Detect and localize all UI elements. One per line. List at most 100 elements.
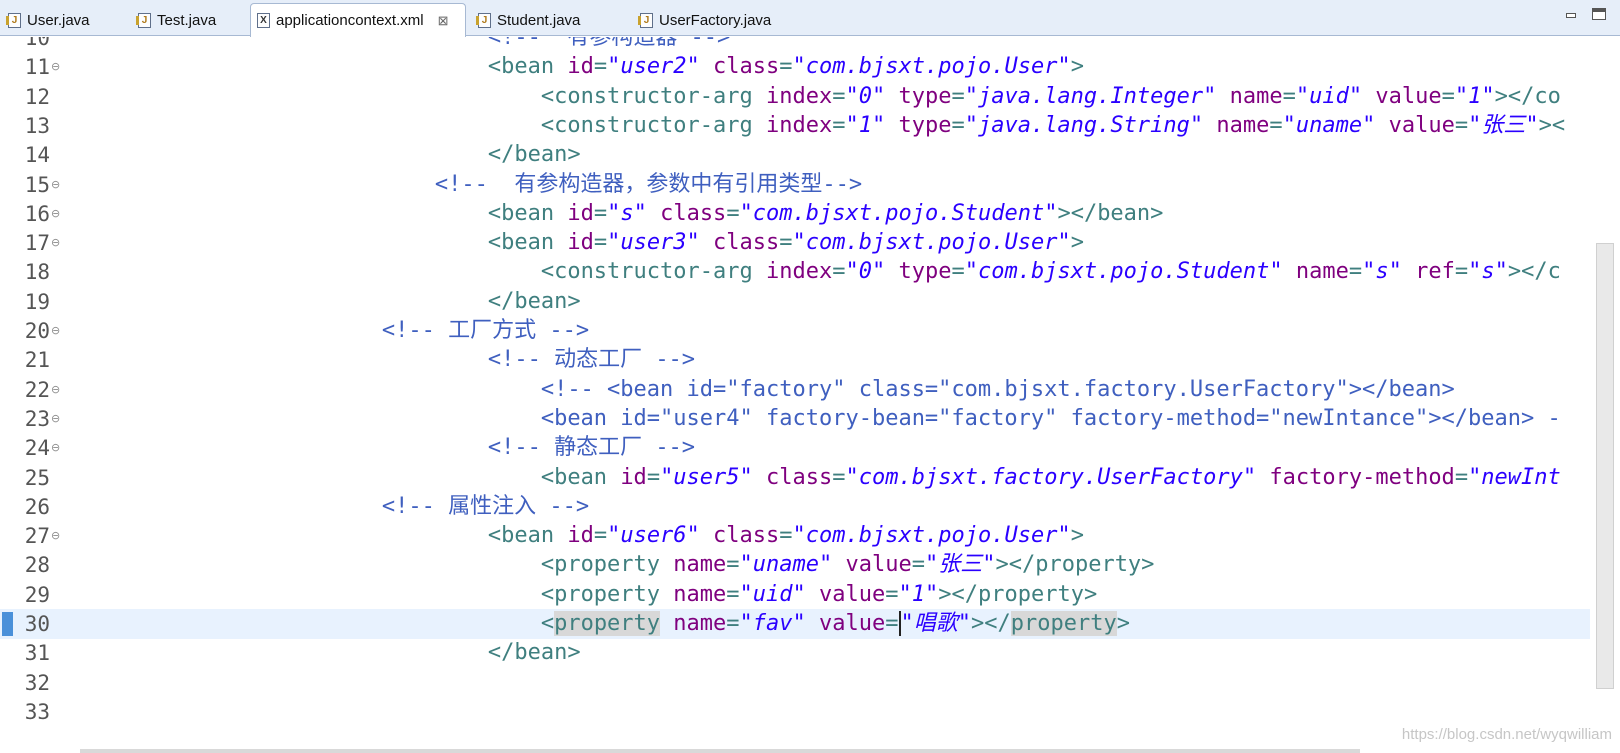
line-number: 17	[24, 231, 50, 256]
fold-toggle-icon[interactable]: ⊖	[51, 206, 61, 220]
fold-toggle-icon[interactable]: ⊖	[51, 529, 61, 543]
fold-toggle-icon[interactable]: ⊖	[51, 60, 61, 74]
code-token: ></	[971, 611, 1011, 636]
code-token	[64, 465, 541, 490]
code-token: "newInt	[1468, 464, 1561, 490]
code-line[interactable]: 14 </bean>	[0, 140, 1590, 170]
code-token: =	[1454, 112, 1469, 138]
code-token: <bean	[487, 54, 555, 80]
code-line[interactable]: 12 <constructor-arg index="0" type="java…	[0, 82, 1590, 112]
fold-toggle-icon[interactable]: ⊖	[51, 441, 61, 455]
code-token: =	[951, 112, 965, 138]
code-token: =	[885, 611, 899, 636]
minimize-icon[interactable]	[1564, 8, 1578, 20]
line-number: 21	[24, 348, 50, 373]
code-line[interactable]: 18 <constructor-arg index="0" type="com.…	[0, 257, 1590, 287]
maximize-icon[interactable]	[1592, 8, 1606, 20]
code-line[interactable]: 13 <constructor-arg index="1" type="java…	[0, 111, 1590, 141]
code-line[interactable]: 22⊖ <!-- <bean id="factory" class="com.b…	[0, 375, 1590, 405]
code-line[interactable]: 19 </bean>	[0, 287, 1590, 317]
code-token: "	[898, 611, 914, 636]
code-line[interactable]: 29 <property name="uid" value="1"></prop…	[0, 580, 1590, 610]
tab-label: Test.java	[157, 11, 217, 29]
tab-userfactory-java[interactable]: J UserFactory.java	[634, 4, 771, 36]
close-icon[interactable]: ⊠	[437, 12, 449, 28]
code-token: =	[1348, 259, 1363, 285]
code-token: class	[713, 230, 780, 256]
code-line[interactable]: 11⊖ <bean id="user2" class="com.bjsxt.po…	[0, 52, 1590, 82]
code-line[interactable]: 15⊖ <!-- 有参构造器，参数中有引用类型-->	[0, 170, 1590, 200]
code-token: name	[673, 581, 727, 607]
code-token	[64, 230, 488, 255]
code-line[interactable]: 16⊖ <bean id="s" class="com.bjsxt.pojo.S…	[0, 199, 1590, 229]
code-token	[1203, 113, 1216, 138]
horizontal-scrollbar[interactable]	[80, 749, 1360, 753]
code-line[interactable]: 17⊖ <bean id="user3" class="com.bjsxt.po…	[0, 228, 1590, 258]
java-file-icon: J	[136, 12, 151, 28]
code-line[interactable]: 26 <!-- 属性注入 -->	[0, 492, 1590, 522]
tab-test-java[interactable]: J Test.java	[132, 4, 216, 36]
tab-applicationcontext-xml[interactable]: X applicationcontext.xml ⊠	[250, 3, 466, 37]
tab-user-java[interactable]: J User.java	[2, 4, 90, 36]
code-token	[753, 259, 766, 284]
code-line[interactable]: 24⊖ <!-- 静态工厂 -->	[0, 433, 1590, 463]
line-number: 18	[24, 260, 50, 285]
code-line[interactable]: 30 <property name="fav" value="唱歌"></pro…	[0, 609, 1590, 639]
fold-toggle-icon[interactable]: ⊖	[51, 324, 61, 337]
code-token: id	[567, 523, 594, 549]
code-text: <bean id="user3" class="com.bjsxt.pojo.U…	[64, 228, 1084, 258]
code-token: =	[726, 611, 740, 636]
code-token: <bean	[487, 200, 555, 226]
code-token: value	[1375, 83, 1442, 109]
code-line[interactable]: 25 <bean id="user5" class="com.bjsxt.fac…	[0, 463, 1590, 493]
code-line[interactable]: 21 <!-- 动态工厂 -->	[0, 345, 1590, 375]
fold-toggle-icon[interactable]: ⊖	[51, 411, 61, 425]
code-line[interactable]: 31 </bean>	[0, 638, 1590, 668]
line-number: 29	[24, 582, 50, 607]
code-token: type	[898, 83, 952, 109]
code-token: =	[593, 54, 608, 80]
code-text: <property name="uid" value="1"></propert…	[64, 580, 1097, 610]
code-token	[700, 54, 713, 79]
line-number: 33	[24, 699, 50, 724]
code-token: "fav"	[739, 611, 806, 636]
code-token	[1375, 113, 1388, 138]
fold-toggle-icon[interactable]: ⊖	[51, 177, 61, 191]
code-token	[1256, 465, 1269, 490]
xml-code-editor[interactable]: 10 <!-- 有参构造器 -->11⊖ <bean id="user2" cl…	[0, 37, 1620, 753]
code-token: id	[567, 230, 594, 256]
code-token: ></co	[1494, 83, 1561, 109]
code-line[interactable]: 10 <!-- 有参构造器 -->	[0, 37, 1590, 53]
code-token: "uname"	[1282, 112, 1376, 138]
code-token: type	[898, 259, 952, 285]
code-token: index	[766, 259, 833, 285]
fold-toggle-icon[interactable]: ⊖	[51, 236, 61, 250]
code-token	[885, 113, 898, 138]
code-token: =	[1441, 83, 1455, 109]
fold-toggle-icon[interactable]: ⊖	[51, 382, 61, 396]
code-token: ></property>	[938, 581, 1098, 607]
code-token	[64, 582, 541, 607]
code-token: >	[1070, 54, 1084, 80]
code-token: =	[951, 259, 965, 285]
vertical-scrollbar[interactable]	[1596, 243, 1614, 689]
code-line[interactable]: 20⊖ <!-- 工厂方式 -->	[0, 316, 1590, 346]
code-line[interactable]: 28 <property name="uname" value="张三"></p…	[0, 550, 1590, 580]
tab-student-java[interactable]: J Student.java	[472, 4, 580, 36]
code-token	[64, 113, 541, 138]
code-line[interactable]: 33	[0, 697, 1590, 727]
code-token	[64, 142, 488, 167]
code-token: "com.bjsxt.factory.UserFactory"	[845, 464, 1257, 490]
code-token: =	[911, 552, 925, 578]
line-number: 11	[24, 55, 50, 80]
code-token: name	[1229, 83, 1283, 109]
code-token: "com.bjsxt.pojo.User"	[792, 230, 1071, 256]
code-line[interactable]: 32	[0, 668, 1590, 698]
code-token: value	[845, 552, 912, 578]
code-text: <!-- 有参构造器，参数中有引用类型-->	[64, 170, 862, 200]
code-line[interactable]: 23⊖ <bean id="user4" factory-bean="facto…	[0, 404, 1590, 434]
code-line[interactable]: 27⊖ <bean id="user6" class="com.bjsxt.po…	[0, 521, 1590, 551]
code-token: "user2"	[607, 54, 700, 80]
code-token: =	[885, 581, 899, 607]
tab-label: User.java	[27, 11, 90, 29]
